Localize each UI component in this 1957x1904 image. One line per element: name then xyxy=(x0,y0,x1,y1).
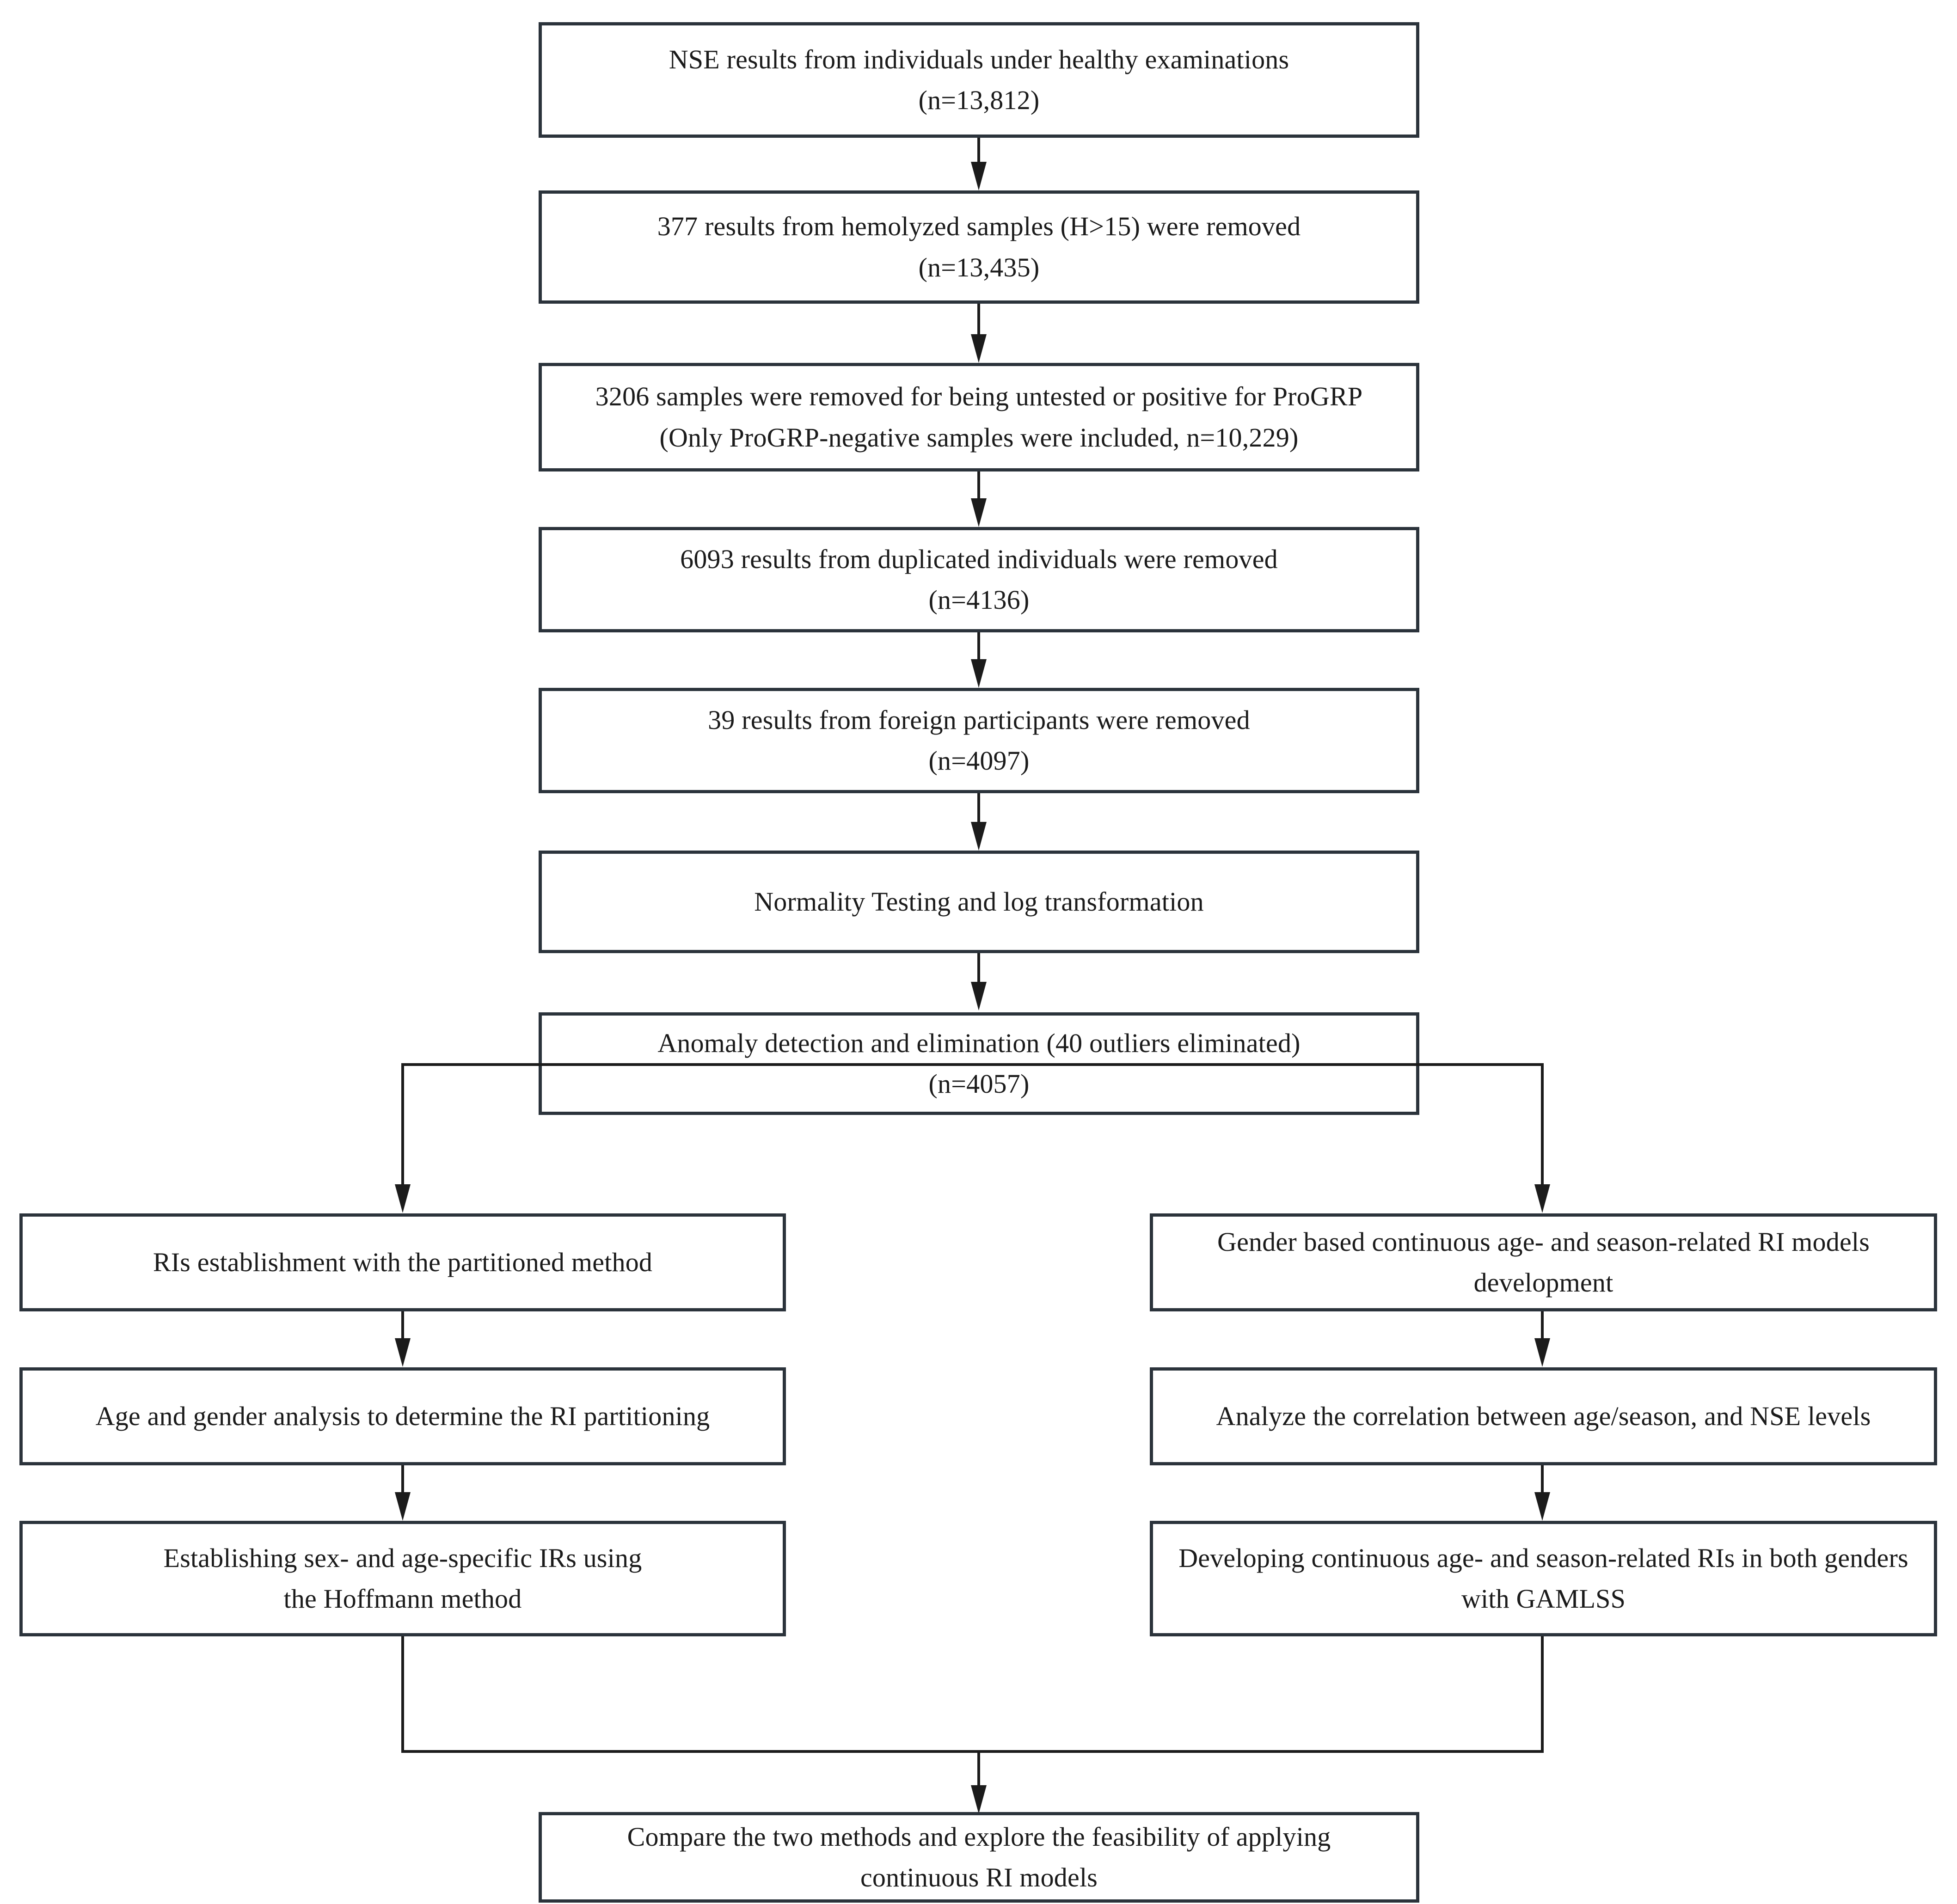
connector-line-6 xyxy=(977,953,980,984)
flow-node-progrp-removed: 3206 samples were removed for being unte… xyxy=(539,363,1419,471)
left-connector-line-2 xyxy=(401,1465,404,1494)
flow-node-gamlss-models: Developing continuous age- and season-re… xyxy=(1150,1521,1937,1636)
right-connector-arrow-1 xyxy=(1534,1338,1550,1367)
flow-node-text: Developing continuous age- and season-re… xyxy=(1178,1543,1908,1614)
flow-node-text: Age and gender analysis to determine the… xyxy=(95,1401,710,1431)
split-horizontal-connector xyxy=(401,1063,1544,1066)
flow-node-text: 3206 samples were removed for being unte… xyxy=(595,381,1363,453)
flow-node-foreign-removed: 39 results from foreign participants wer… xyxy=(539,688,1419,793)
flow-node-duplicates-removed: 6093 results from duplicated individuals… xyxy=(539,527,1419,632)
flow-node-text: Analyze the correlation between age/seas… xyxy=(1216,1401,1871,1431)
flow-node-compare-methods: Compare the two methods and explore the … xyxy=(539,1812,1419,1903)
merge-right-riser xyxy=(1541,1636,1544,1753)
right-connector-arrow-2 xyxy=(1534,1492,1550,1521)
connector-arrow-1 xyxy=(971,162,987,190)
connector-arrow-4 xyxy=(971,659,987,688)
right-connector-line-2 xyxy=(1541,1465,1544,1494)
connector-arrow-2 xyxy=(971,334,987,363)
flow-node-text: 6093 results from duplicated individuals… xyxy=(680,544,1278,615)
connector-line-5 xyxy=(977,793,980,824)
right-connector-line-1 xyxy=(1541,1311,1544,1340)
connector-arrow-6 xyxy=(971,982,987,1010)
left-connector-arrow-2 xyxy=(395,1492,411,1521)
flow-node-normality-testing: Normality Testing and log transformation xyxy=(539,851,1419,953)
flow-node-gender-based-models: Gender based continuous age- and season-… xyxy=(1150,1213,1937,1311)
merge-left-riser xyxy=(401,1636,404,1753)
merge-drop-arrow xyxy=(971,1785,987,1814)
connector-arrow-3 xyxy=(971,498,987,527)
flow-node-text: NSE results from individuals under healt… xyxy=(669,44,1289,115)
flow-node-text: RIs establishment with the partitioned m… xyxy=(153,1247,653,1277)
split-left-arrow xyxy=(395,1184,411,1213)
connector-line-4 xyxy=(977,632,980,661)
merge-horizontal-connector xyxy=(401,1750,1544,1753)
flow-node-text: 377 results from hemolyzed samples (H>15… xyxy=(657,211,1301,282)
flow-node-partitioned-method: RIs establishment with the partitioned m… xyxy=(19,1213,786,1311)
flow-node-text: Normality Testing and log transformation xyxy=(754,886,1204,917)
merge-drop-line xyxy=(977,1750,980,1788)
flow-node-age-gender-analysis: Age and gender analysis to determine the… xyxy=(19,1367,786,1465)
connector-line-1 xyxy=(977,138,980,166)
split-right-drop-line xyxy=(1541,1063,1544,1188)
flow-node-hemolyzed-removed: 377 results from hemolyzed samples (H>15… xyxy=(539,190,1419,304)
left-connector-line-1 xyxy=(401,1311,404,1340)
split-left-drop-line xyxy=(401,1063,404,1188)
flow-node-text: Anomaly detection and elimination (40 ou… xyxy=(657,1028,1301,1099)
connector-line-3 xyxy=(977,471,980,500)
split-right-arrow xyxy=(1534,1184,1550,1213)
flow-node-text: Compare the two methods and explore the … xyxy=(627,1821,1331,1892)
flow-node-text: 39 results from foreign participants wer… xyxy=(708,704,1250,776)
connector-line-2 xyxy=(977,304,980,335)
flow-node-correlation-analysis: Analyze the correlation between age/seas… xyxy=(1150,1367,1937,1465)
flow-node-nse-results: NSE results from individuals under healt… xyxy=(539,22,1419,138)
left-connector-arrow-1 xyxy=(395,1338,411,1367)
flow-node-hoffmann-method: Establishing sex- and age-specific IRs u… xyxy=(19,1521,786,1636)
flow-node-text: Establishing sex- and age-specific IRs u… xyxy=(163,1543,642,1614)
connector-arrow-5 xyxy=(971,822,987,851)
flow-node-text: Gender based continuous age- and season-… xyxy=(1217,1226,1870,1298)
